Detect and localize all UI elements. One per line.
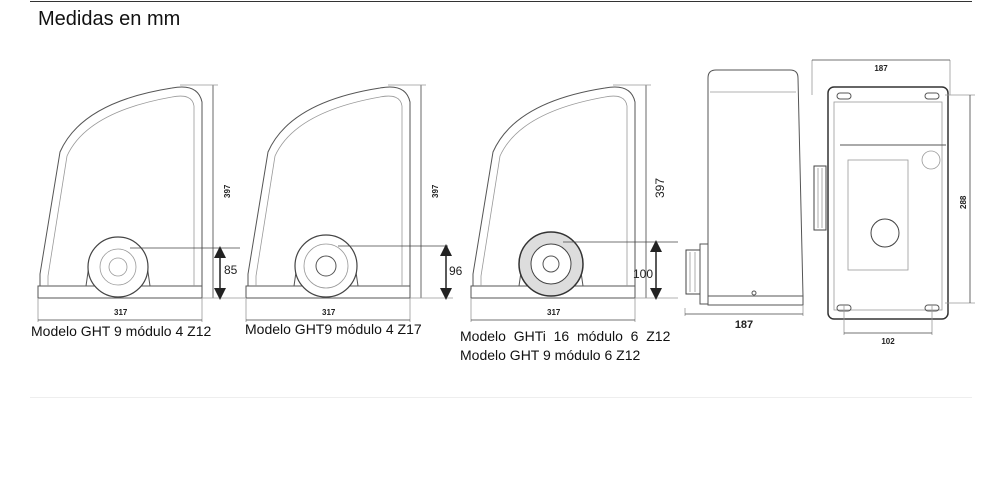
gear-height-label: 100	[633, 267, 653, 281]
gear-icon	[87, 236, 149, 298]
top-width-label: 187	[874, 64, 888, 73]
front-width-label: 187	[735, 319, 753, 331]
caption-model-2: Modelo GHT9 módulo 4 Z17	[245, 321, 422, 337]
height-label: 397	[653, 178, 667, 198]
caption-model-1: Modelo GHT 9 módulo 4 Z12	[31, 323, 212, 339]
gear-icon	[813, 165, 827, 231]
gear-height-label: 96	[449, 264, 463, 278]
side-view-3: 100 397 317	[470, 84, 679, 323]
caption-model-3b: Modelo GHT 9 módulo 6 Z12	[460, 347, 641, 363]
width-label: 317	[114, 308, 128, 317]
side-view-1: 85 397 317	[37, 84, 246, 323]
gear-icon	[685, 249, 701, 295]
page-title: Medidas en mm	[38, 8, 181, 30]
bottom-rule	[30, 397, 972, 398]
width-label: 317	[322, 308, 336, 317]
height-label: 397	[223, 184, 232, 198]
width-label: 317	[547, 308, 561, 317]
front-view: 187	[684, 69, 804, 331]
gear-height-label: 85	[224, 263, 238, 277]
side-view-2: 96 397 317	[245, 84, 463, 323]
top-rule	[30, 1, 972, 2]
height-label: 397	[431, 184, 440, 198]
hole-spacing-label: 102	[881, 337, 895, 346]
top-view: 187 288 102	[811, 59, 975, 346]
caption-model-3: Modelo GHTi 16 módulo 6 Z12	[460, 328, 671, 344]
top-depth-label: 288	[959, 195, 968, 209]
